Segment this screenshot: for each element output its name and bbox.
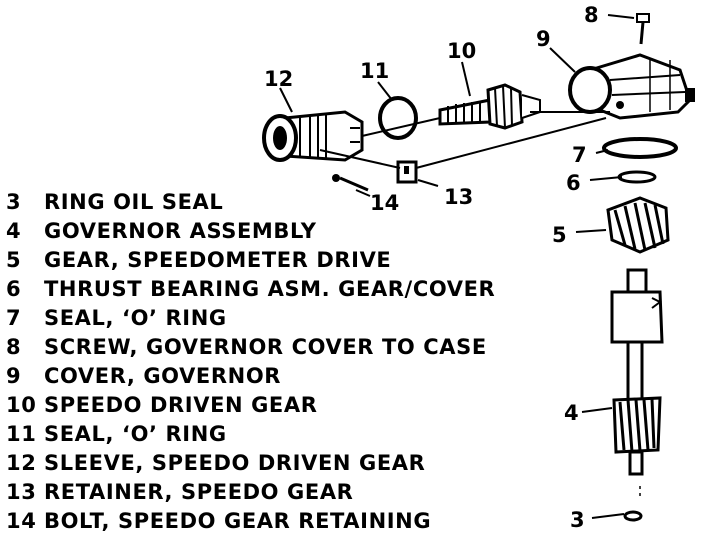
callout-3: 3 — [570, 508, 585, 532]
driven-gear-part-10 — [438, 83, 541, 130]
legend-item: 6 THRUST BEARING ASM. GEAR/COVER — [6, 277, 566, 306]
legend-item: 11 SEAL, ‘O’ RING — [6, 422, 566, 451]
legend-number: 3 — [6, 190, 22, 214]
callout-14: 14 — [370, 191, 399, 215]
legend-label: SLEEVE, SPEEDO DRIVEN GEAR — [44, 451, 426, 475]
retainer-part-13 — [396, 160, 418, 184]
governor-cover-part-9 — [568, 53, 695, 120]
leader-lines — [279, 14, 635, 519]
legend-item: 12 SLEEVE, SPEEDO DRIVEN GEAR — [6, 451, 566, 480]
legend-item: 9 COVER, GOVERNOR — [6, 364, 566, 393]
thrust-bearing-part-6 — [617, 170, 657, 184]
bolt-part-14 — [332, 174, 369, 192]
callout-7: 7 — [572, 143, 587, 167]
callout-11: 11 — [360, 59, 389, 83]
legend-number: 9 — [6, 364, 22, 388]
callout-9: 9 — [536, 27, 551, 51]
callout-13: 13 — [444, 185, 473, 209]
legend-number: 10 — [6, 393, 37, 417]
legend-label: SEAL, ‘O’ RING — [44, 306, 227, 330]
legend-label: GOVERNOR ASSEMBLY — [44, 219, 317, 243]
legend-number: 4 — [6, 219, 22, 243]
legend-item: 5 GEAR, SPEEDOMETER DRIVE — [6, 248, 566, 277]
legend-item: 10 SPEEDO DRIVEN GEAR — [6, 393, 566, 422]
legend-number: 6 — [6, 277, 22, 301]
legend-item: 4 GOVERNOR ASSEMBLY — [6, 219, 566, 248]
legend-item: 3 RING OIL SEAL — [6, 190, 566, 219]
legend-label: THRUST BEARING ASM. GEAR/COVER — [44, 277, 496, 301]
legend-number: 8 — [6, 335, 22, 359]
o-ring-part-7 — [602, 137, 678, 159]
legend-label: RING OIL SEAL — [44, 190, 224, 214]
screw-part-8 — [636, 13, 650, 45]
callout-10: 10 — [447, 39, 476, 63]
legend-number: 7 — [6, 306, 22, 330]
sleeve-part-12 — [262, 110, 364, 162]
ring-oil-seal-part-3 — [623, 510, 643, 522]
callout-4: 4 — [564, 401, 579, 425]
legend-number: 13 — [6, 480, 37, 504]
legend-label: COVER, GOVERNOR — [44, 364, 282, 388]
callout-6: 6 — [566, 171, 581, 195]
governor-assembly-part-4 — [610, 268, 664, 500]
legend-number: 12 — [6, 451, 37, 475]
legend-number: 11 — [6, 422, 37, 446]
legend-number: 5 — [6, 248, 22, 272]
legend-number: 14 — [6, 509, 37, 533]
legend-label: SCREW, GOVERNOR COVER TO CASE — [44, 335, 487, 359]
legend-label: GEAR, SPEEDOMETER DRIVE — [44, 248, 392, 272]
legend-label: BOLT, SPEEDO GEAR RETAINING — [44, 509, 432, 533]
legend-label: RETAINER, SPEEDO GEAR — [44, 480, 354, 504]
drive-gear-part-5 — [606, 196, 670, 254]
o-ring-part-11 — [378, 96, 418, 140]
legend-item: 13 RETAINER, SPEEDO GEAR — [6, 480, 566, 509]
callout-8: 8 — [584, 3, 599, 27]
legend-item: 8 SCREW, GOVERNOR COVER TO CASE — [6, 335, 566, 364]
legend-label: SEAL, ‘O’ RING — [44, 422, 227, 446]
callout-12: 12 — [264, 67, 293, 91]
callout-5: 5 — [552, 223, 567, 247]
legend-item: 7 SEAL, ‘O’ RING — [6, 306, 566, 335]
legend-item: 14 BOLT, SPEEDO GEAR RETAINING — [6, 509, 566, 538]
legend-label: SPEEDO DRIVEN GEAR — [44, 393, 318, 417]
